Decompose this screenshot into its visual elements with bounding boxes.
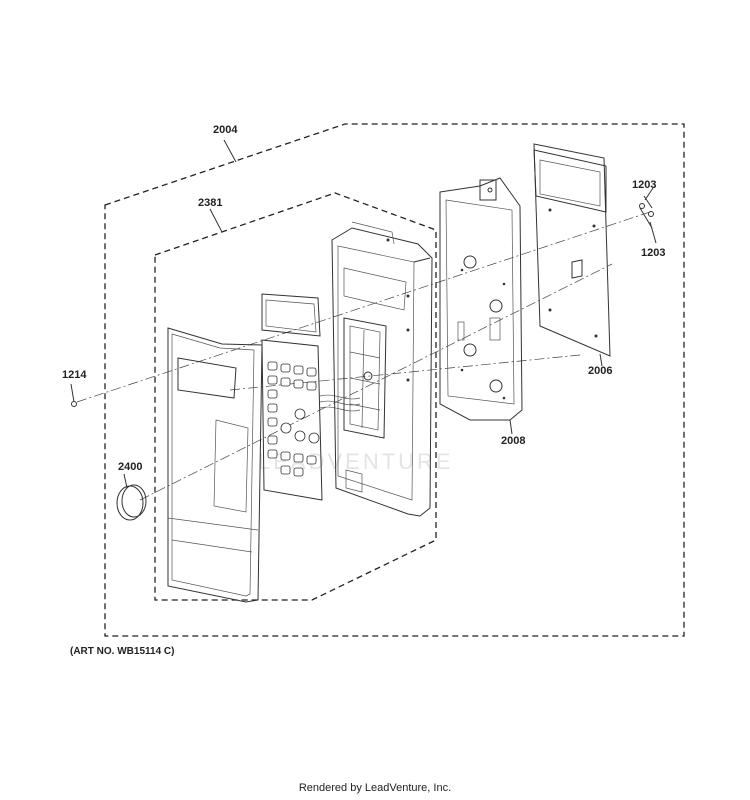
callout-1203-top: 1203 — [632, 179, 656, 191]
callout-2004: 2004 — [213, 124, 238, 136]
screws-1203 — [639, 195, 654, 229]
callout-1203-bottom: 1203 — [641, 247, 665, 259]
mounting-bracket-2008 — [439, 177, 523, 421]
leader-2004 — [223, 139, 237, 163]
callout-2381: 2381 — [198, 197, 222, 209]
control-frame — [331, 221, 433, 517]
leader-1203-a — [644, 187, 654, 201]
callout-2400: 2400 — [118, 461, 142, 473]
callout-2008: 2008 — [501, 435, 525, 447]
callout-2006: 2006 — [588, 365, 612, 377]
leader-1203-b — [649, 221, 657, 244]
control-board-2006 — [533, 143, 611, 357]
screw-1214 — [70, 383, 77, 407]
assembly-2381-boundary — [154, 192, 437, 601]
leader-2006 — [599, 353, 603, 367]
knob-2400 — [116, 473, 147, 521]
leader-2381 — [209, 208, 223, 233]
display-lens — [261, 293, 321, 337]
callout-1214: 1214 — [62, 369, 87, 381]
keypad-membrane — [261, 339, 361, 501]
footer-credit: Rendered by LeadVenture, Inc. — [298, 782, 452, 794]
leader-2008 — [509, 419, 513, 435]
assembly-2004-boundary — [104, 123, 685, 637]
front-panel — [167, 327, 263, 603]
art-number: (ART NO. WB15114 C) — [70, 646, 175, 657]
